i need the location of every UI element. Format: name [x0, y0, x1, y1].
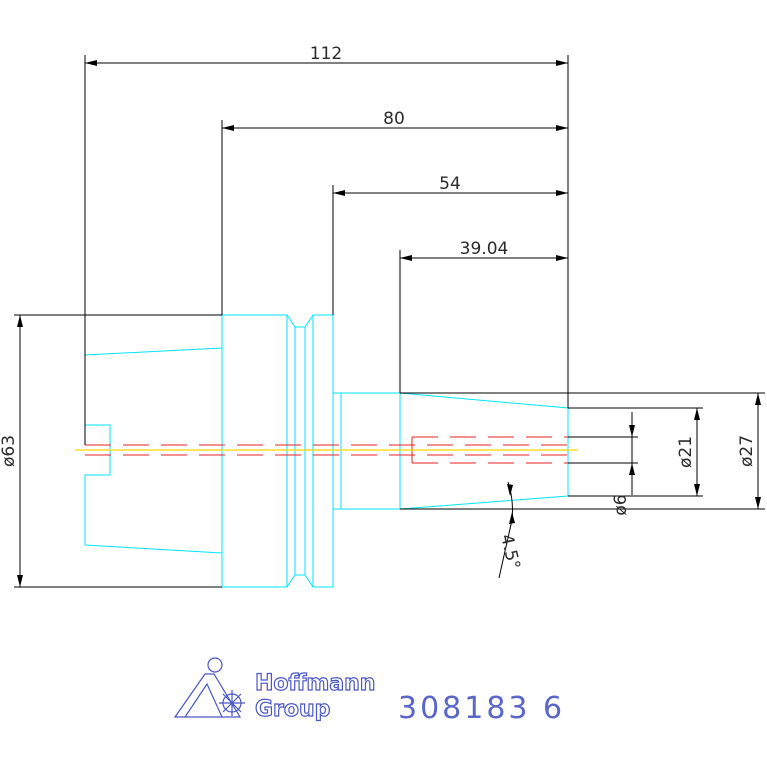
brand-line1: Hoffmann: [255, 671, 375, 696]
collar: [312, 314, 334, 588]
logo-figure-icon: [173, 673, 242, 718]
dia-21-label: ø21: [676, 436, 696, 468]
dimension-lines: [14, 55, 765, 588]
dia-27-label: ø27: [737, 435, 757, 467]
angle-underline: [498, 519, 513, 579]
part-outline: [84, 314, 569, 588]
brand-line2: Group: [255, 697, 330, 722]
shank-step: [332, 392, 342, 510]
angle-label: 4.5°: [496, 532, 523, 571]
dim-39-label: 39.04: [460, 239, 509, 259]
hidden-lines: [85, 436, 568, 464]
body-flange: [221, 314, 288, 588]
logo-head-icon: [207, 657, 223, 673]
dia-63-label: ø63: [0, 435, 19, 467]
dim-80-label: 80: [383, 109, 405, 129]
logo-gear-teeth: [219, 690, 245, 716]
part-number: 308183 6: [398, 691, 565, 726]
shank: [341, 392, 569, 510]
dia-6-label: ø6: [611, 494, 631, 515]
groove: [286, 314, 314, 588]
dim-54-label: 54: [439, 174, 461, 194]
dim-112-label: 112: [310, 44, 342, 64]
brand-logo: [173, 657, 245, 718]
arrowheads: [17, 60, 761, 587]
